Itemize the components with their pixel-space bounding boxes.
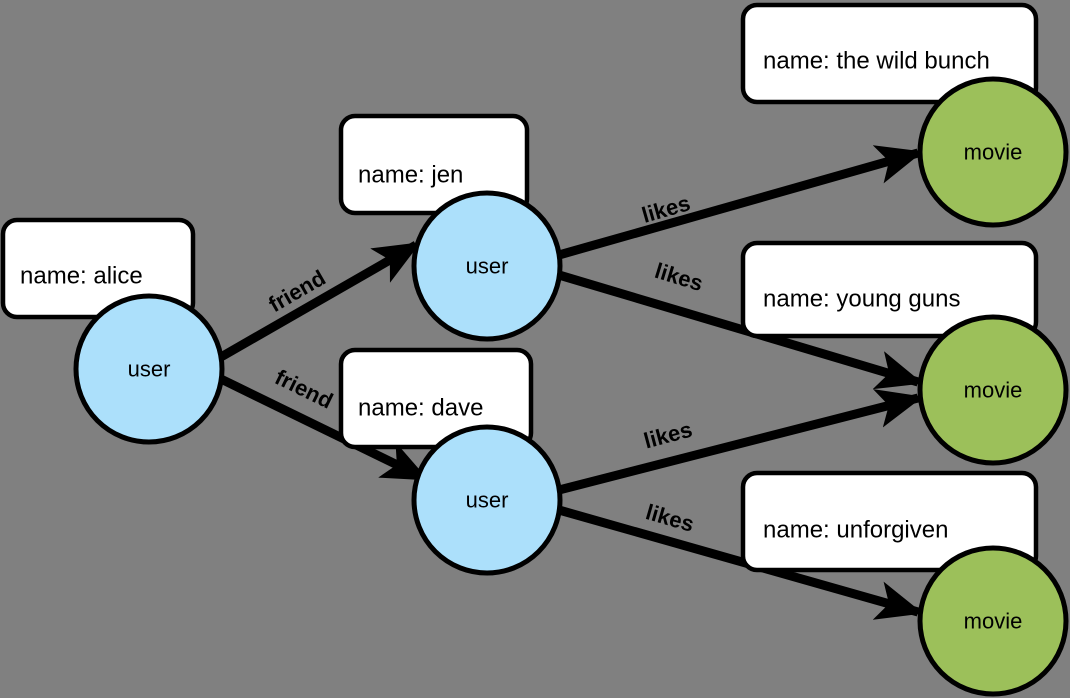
node-unforgiven[interactable]: movie	[917, 545, 1069, 697]
edge-jen-likes-young-guns[interactable]	[557, 270, 924, 390]
node-type-label: movie	[964, 378, 1023, 403]
node-type-label: user	[466, 488, 509, 513]
edge-line	[557, 389, 924, 495]
edge-line	[557, 145, 924, 260]
edges-layer	[218, 145, 924, 620]
edge-line	[218, 241, 421, 361]
node-dave[interactable]: user	[411, 424, 563, 576]
edge-jen-likes-the-wild-bunch[interactable]	[557, 145, 924, 260]
edge-dave-likes-young-guns[interactable]	[557, 389, 924, 495]
node-circle	[411, 190, 563, 342]
node-circle	[917, 314, 1069, 466]
edge-dave-likes-unforgiven[interactable]	[557, 505, 924, 620]
property-box-alice[interactable]: name: alice	[0, 217, 196, 320]
property-box-label: name: unforgiven	[763, 516, 948, 543]
property-box-label: name: alice	[20, 262, 143, 289]
property-box-label: name: young guns	[763, 285, 960, 312]
node-circle	[73, 293, 225, 445]
node-type-label: user	[466, 254, 509, 279]
property-box-the_wild_bunch[interactable]: name: the wild bunch	[740, 2, 1039, 105]
node-circle	[917, 76, 1069, 228]
node-alice[interactable]: user	[73, 293, 225, 445]
edge-line	[219, 374, 429, 483]
node-type-label: movie	[964, 140, 1023, 165]
node-circle	[411, 424, 563, 576]
node-type-label: movie	[964, 609, 1023, 634]
edge-line	[557, 505, 924, 620]
node-type-label: user	[128, 357, 171, 382]
node-young_guns[interactable]: movie	[917, 314, 1069, 466]
nodes-layer: user user user movie movie movie	[73, 76, 1069, 697]
property-box-unforgiven[interactable]: name: unforgiven	[740, 470, 1039, 573]
property-box-label: name: dave	[358, 394, 483, 421]
edge-alice-friend-jen[interactable]	[218, 241, 421, 361]
node-circle	[917, 545, 1069, 697]
property-box-young_guns[interactable]: name: young guns	[740, 240, 1039, 339]
node-the_wild_bunch[interactable]: movie	[917, 76, 1069, 228]
edge-line	[557, 270, 924, 390]
edge-alice-friend-dave[interactable]	[219, 374, 429, 483]
property-box-dave[interactable]: name: dave	[338, 347, 534, 450]
property-box-rect	[740, 2, 1039, 105]
property-box-jen[interactable]: name: jen	[338, 113, 530, 216]
node-jen[interactable]: user	[411, 190, 563, 342]
property-box-label: name: jen	[358, 161, 463, 188]
property-box-label: name: the wild bunch	[763, 47, 990, 74]
property-box-rect	[740, 240, 1039, 339]
property-box-rect	[740, 470, 1039, 573]
property-boxes-layer: name: alice name: jen name: dave name: the …	[0, 2, 1039, 573]
